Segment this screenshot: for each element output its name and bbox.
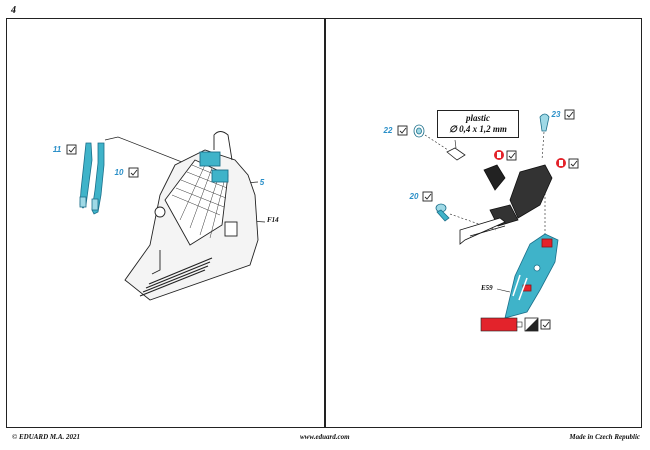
plastic-note-title: plastic xyxy=(466,113,490,123)
control-rails xyxy=(459,164,553,245)
footer-website: www.eduard.com xyxy=(300,433,350,441)
plastic-note-dimension: ∅ 0,4 x 1,2 mm xyxy=(449,124,507,134)
paint-swatch-red xyxy=(480,317,518,332)
callout-20: 20 xyxy=(409,192,419,201)
plastic-rod xyxy=(446,147,466,161)
part-label-e59: E59 xyxy=(481,284,493,292)
part-20 xyxy=(435,203,450,222)
check-box-icon xyxy=(397,109,579,202)
part-22 xyxy=(413,124,425,138)
paint-swatch-icon xyxy=(524,317,539,332)
check-box-icon xyxy=(66,144,139,178)
part-23 xyxy=(539,113,550,132)
check-box-icon xyxy=(540,319,551,330)
callout-23: 23 xyxy=(551,110,561,119)
callout-5: 5 xyxy=(259,178,265,187)
page-number: 4 xyxy=(11,5,16,16)
paint-red-icon xyxy=(494,150,566,168)
footer-origin: Made in Czech Republic xyxy=(569,433,640,441)
plastic-note: plastic ∅ 0,4 x 1,2 mm xyxy=(437,110,519,138)
callout-22: 22 xyxy=(383,126,393,135)
ejection-seat xyxy=(124,131,259,301)
callout-11: 11 xyxy=(52,145,62,154)
harness-strap-10 xyxy=(91,142,105,215)
harness-strap-11 xyxy=(79,142,93,209)
footer-copyright: © EDUARD M.A. 2021 xyxy=(12,433,81,441)
part-label-f14: F14 xyxy=(267,216,279,224)
page-divider xyxy=(324,18,326,428)
etch-panel-e59 xyxy=(504,233,559,319)
callout-10: 10 xyxy=(114,168,124,177)
